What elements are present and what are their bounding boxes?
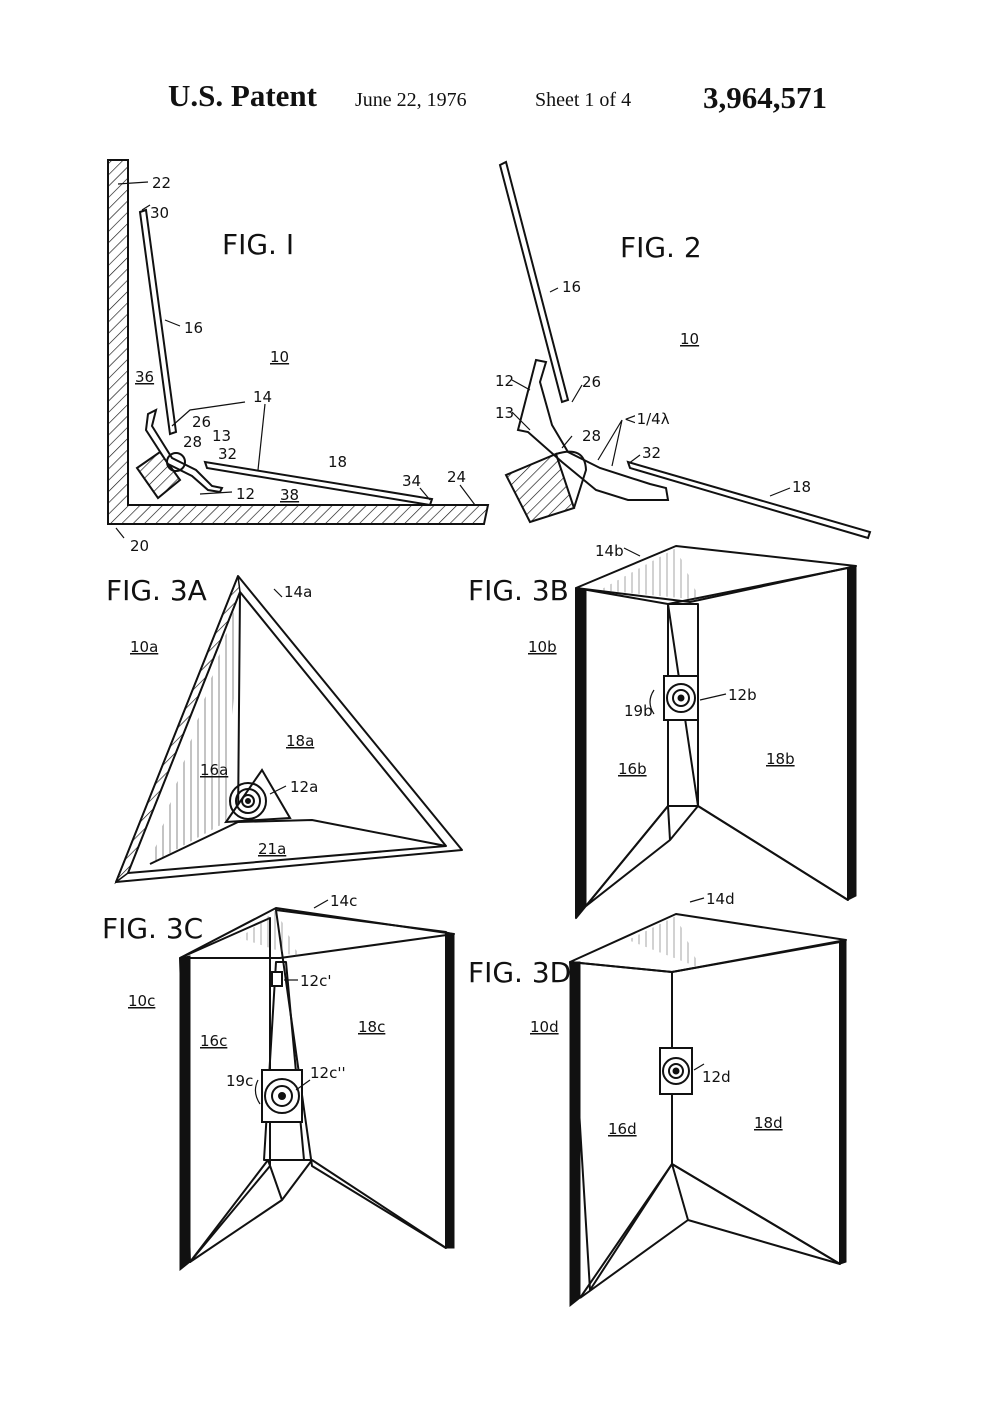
fig3b-title: FIG. 3B: [468, 574, 569, 607]
figure-2: FIG. 2 16 10 12 26 13 <1/4λ 28 32 18: [495, 162, 870, 538]
fig1-label-34: 34: [402, 472, 421, 490]
fig1-label-22: 22: [152, 174, 171, 192]
fig3b-label-14b: 14b: [595, 542, 624, 560]
panel-18d: [672, 942, 840, 1264]
fig3b-label-16b: 16b: [618, 760, 647, 778]
fig1-label-28: 28: [183, 433, 202, 451]
panel-16c: [180, 918, 270, 1262]
fig2-label-13: 13: [495, 404, 514, 422]
fig3c-label-14c: 14c: [330, 892, 357, 910]
fig1-label-32: 32: [218, 445, 237, 463]
fig3d-label-14d: 14d: [706, 890, 735, 908]
fig3a-label-12a: 12a: [290, 778, 318, 796]
fig3d-label-16d: 16d: [608, 1120, 637, 1138]
fig2-label-16: 16: [562, 278, 581, 296]
fig3a-label-10a: 10a: [130, 638, 158, 656]
panel-16b: [576, 588, 668, 918]
figure-3d: FIG. 3D 14d 10d 12d 18d 16d: [468, 890, 846, 1306]
fig3a-label-21a: 21a: [258, 840, 286, 858]
fig3c-label-10c: 10c: [128, 992, 155, 1010]
fig3c-label-12c-prime: 12c': [300, 972, 331, 990]
fig1-label-26: 26: [192, 413, 211, 431]
fig3c-title: FIG. 3C: [102, 912, 203, 945]
fig2-label-26: 26: [582, 373, 601, 391]
panel-18b: [668, 568, 848, 900]
fig1-label-20: 20: [130, 537, 149, 555]
fig3c-label-19c: 19c: [226, 1072, 253, 1090]
figure-3c: FIG. 3C 14c 12c' 10c 18c 16c 12c'' 19c: [102, 892, 454, 1270]
fig3d-label-12d: 12d: [702, 1068, 731, 1086]
figure-3b: FIG. 3B 14b 10b 12b 19b 16b 18b: [468, 542, 856, 918]
fig2-label-14: <1/4λ: [624, 410, 670, 428]
fig1-label-24: 24: [447, 468, 466, 486]
fig3c-label-18c: 18c: [358, 1018, 385, 1036]
fig1-label-18: 18: [328, 453, 347, 471]
fig3a-label-18a: 18a: [286, 732, 314, 750]
fig2-label-10: 10: [680, 330, 699, 348]
fig1-label-30: 30: [150, 204, 169, 222]
fig2-label-12: 12: [495, 372, 514, 390]
fig3a-label-16a: 16a: [200, 761, 228, 779]
fig2-label-18: 18: [792, 478, 811, 496]
fig3b-label-12b: 12b: [728, 686, 757, 704]
fig3a-title: FIG. 3A: [106, 574, 207, 607]
fig3a-label-14a: 14a: [284, 583, 312, 601]
fig1-label-13: 13: [212, 427, 231, 445]
fig2-title: FIG. 2: [620, 231, 702, 264]
fig3b-label-10b: 10b: [528, 638, 557, 656]
fig1-label-12: 12: [236, 485, 255, 503]
fig1-label-36: 36: [135, 368, 154, 386]
fig1-label-14: 14: [253, 388, 272, 406]
figure-1: FIG. I 22 30 16 10 36 14 26 13 28 32 18 …: [108, 160, 488, 555]
fig1-label-10: 10: [270, 348, 289, 366]
fig2-label-32: 32: [642, 444, 661, 462]
fig1-label-38: 38: [280, 486, 299, 504]
fig3d-label-18d: 18d: [754, 1114, 783, 1132]
speaker-12c-prime: [272, 972, 282, 986]
fig1-title: FIG. I: [222, 228, 294, 261]
fig3d-title: FIG. 3D: [468, 956, 571, 989]
figure-3a: FIG. 3A 14a 10a 18a 16a 12a 21a: [106, 574, 462, 882]
fig3b-label-18b: 18b: [766, 750, 795, 768]
fig3c-label-16c: 16c: [200, 1032, 227, 1050]
fig3d-label-10d: 10d: [530, 1018, 559, 1036]
fig1-label-16: 16: [184, 319, 203, 337]
fig3b-label-19b: 19b: [624, 702, 653, 720]
fig2-label-28: 28: [582, 427, 601, 445]
fig3c-label-12c-double-prime: 12c'': [310, 1064, 346, 1082]
